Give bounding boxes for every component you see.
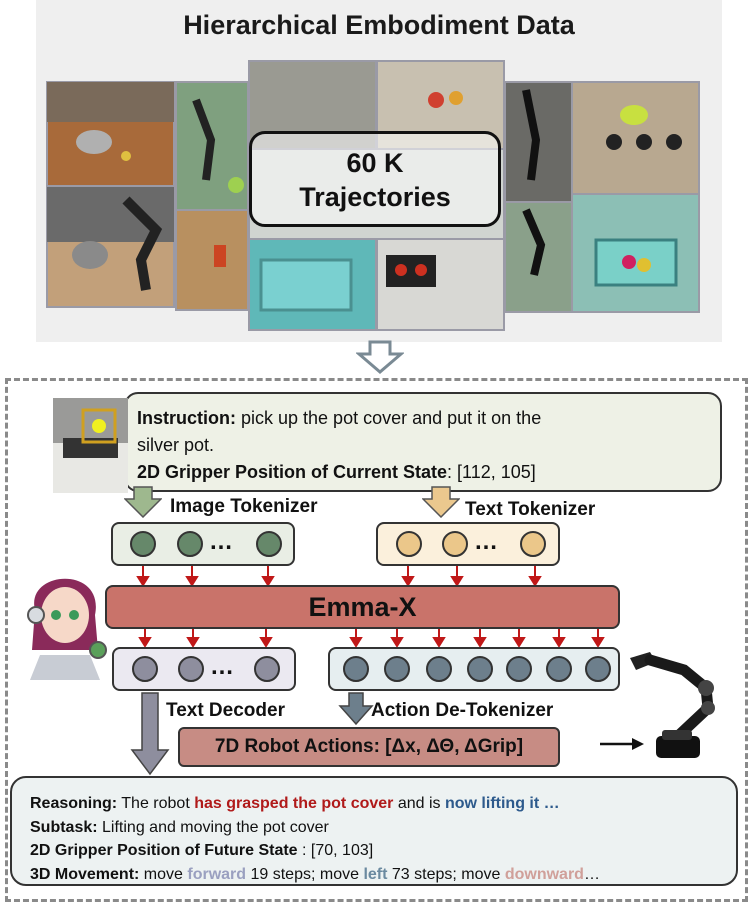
action-token xyxy=(546,656,572,682)
movement-text: move xyxy=(139,865,188,883)
action-token xyxy=(426,656,452,682)
photo-tile xyxy=(46,186,175,308)
action-token xyxy=(506,656,532,682)
subtask-line: Subtask: Lifting and moving the pot cove… xyxy=(30,816,736,840)
text-tokenizer-arrow-icon xyxy=(422,486,460,518)
future-gripper-line: 2D Gripper Position of Future State : [7… xyxy=(30,839,736,863)
movement-line: 3D Movement: move forward 19 steps; move… xyxy=(30,863,736,887)
subtask-label: Subtask: xyxy=(30,818,98,836)
image-token xyxy=(130,531,156,557)
trajectories-count-box: 60 K Trajectories xyxy=(249,131,501,227)
reasoning-text: and is xyxy=(393,795,445,812)
current-gripper-value: : [112, 105] xyxy=(447,462,536,482)
text-output-token xyxy=(178,656,204,682)
text-token xyxy=(396,531,422,557)
token-output-arrows xyxy=(138,629,605,648)
photo-tile xyxy=(376,238,505,331)
hollow-down-arrow-icon xyxy=(356,340,404,374)
avatar xyxy=(27,578,107,680)
movement-downward: downward xyxy=(504,865,584,883)
instruction-text: pick up the pot cover and put it on the xyxy=(236,408,542,428)
photo-tile xyxy=(571,81,700,195)
photo-tile xyxy=(504,81,573,203)
image-tokenizer-label: Image Tokenizer xyxy=(170,496,318,517)
action-token xyxy=(467,656,493,682)
photo-tile xyxy=(175,81,249,211)
action-detokenizer-arrow-icon xyxy=(338,692,374,726)
robot-actions-box: 7D Robot Actions: [Δx, ΔΘ, ΔGrip] xyxy=(178,727,560,767)
text-output-token-group: … xyxy=(112,647,296,691)
photo-tile xyxy=(504,201,573,313)
image-token xyxy=(256,531,282,557)
emma-x-model: Emma-X xyxy=(105,585,620,629)
robot-arm-icon xyxy=(630,652,715,758)
model-pipeline-panel xyxy=(5,378,748,902)
image-token xyxy=(177,531,203,557)
image-token-group: … xyxy=(111,522,295,566)
movement-text: 73 steps; move xyxy=(387,865,505,883)
movement-forward: forward xyxy=(187,865,247,883)
image-tokenizer-arrow-icon xyxy=(124,486,162,518)
reasoning-output-box: Reasoning: The robot has grasped the pot… xyxy=(10,776,738,886)
action-token xyxy=(585,656,611,682)
photo-tile xyxy=(46,81,175,187)
photo-tile xyxy=(248,238,377,331)
reasoning-highlight-lifting: now lifting it … xyxy=(444,795,560,812)
panel-title: Hierarchical Embodiment Data xyxy=(183,10,575,40)
movement-label: 3D Movement: xyxy=(30,865,140,883)
reasoning-highlight-grasped: has grasped the pot cover xyxy=(194,795,394,812)
future-gripper-label: 2D Gripper Position of Future State xyxy=(30,842,298,859)
movement-left: left xyxy=(363,865,388,883)
token-ellipsis: … xyxy=(474,528,498,555)
token-ellipsis: … xyxy=(210,653,234,680)
subtask-text: Lifting and moving the pot cover xyxy=(97,818,329,836)
action-detokenizer-label: Action De-Tokenizer xyxy=(371,700,554,721)
photo-tile xyxy=(175,209,249,311)
photo-tile xyxy=(571,193,700,313)
instruction-box xyxy=(124,392,722,492)
action-token-group xyxy=(328,647,620,691)
reasoning-line: Reasoning: The robot has grasped the pot… xyxy=(30,792,736,816)
reasoning-label: Reasoning: xyxy=(30,795,118,812)
action-token xyxy=(384,656,410,682)
current-gripper-label: 2D Gripper Position of Current State xyxy=(137,462,448,482)
text-output-token xyxy=(132,656,158,682)
action-token xyxy=(343,656,369,682)
text-decoder-label: Text Decoder xyxy=(166,700,285,721)
text-output-token xyxy=(254,656,280,682)
text-token-group: … xyxy=(376,522,560,566)
text-tokenizer-label: Text Tokenizer xyxy=(465,499,596,520)
text-decoder-arrow-icon xyxy=(130,692,170,776)
token-input-arrows xyxy=(136,566,542,586)
future-gripper-value: : [70, 103] xyxy=(297,842,374,859)
text-token xyxy=(442,531,468,557)
trajectory-label: Trajectories xyxy=(299,182,451,212)
movement-text: … xyxy=(583,865,600,883)
text-token xyxy=(520,531,546,557)
right-arrow-icon xyxy=(600,738,644,750)
trajectory-count: 60 K xyxy=(346,148,404,178)
reasoning-text: The robot xyxy=(117,795,195,812)
movement-text: 19 steps; move xyxy=(246,865,364,883)
current-state-image xyxy=(53,398,128,493)
instruction-label: Instruction: xyxy=(137,408,236,428)
token-ellipsis: … xyxy=(209,528,233,555)
instruction-text-cont: silver pot. xyxy=(137,435,215,455)
